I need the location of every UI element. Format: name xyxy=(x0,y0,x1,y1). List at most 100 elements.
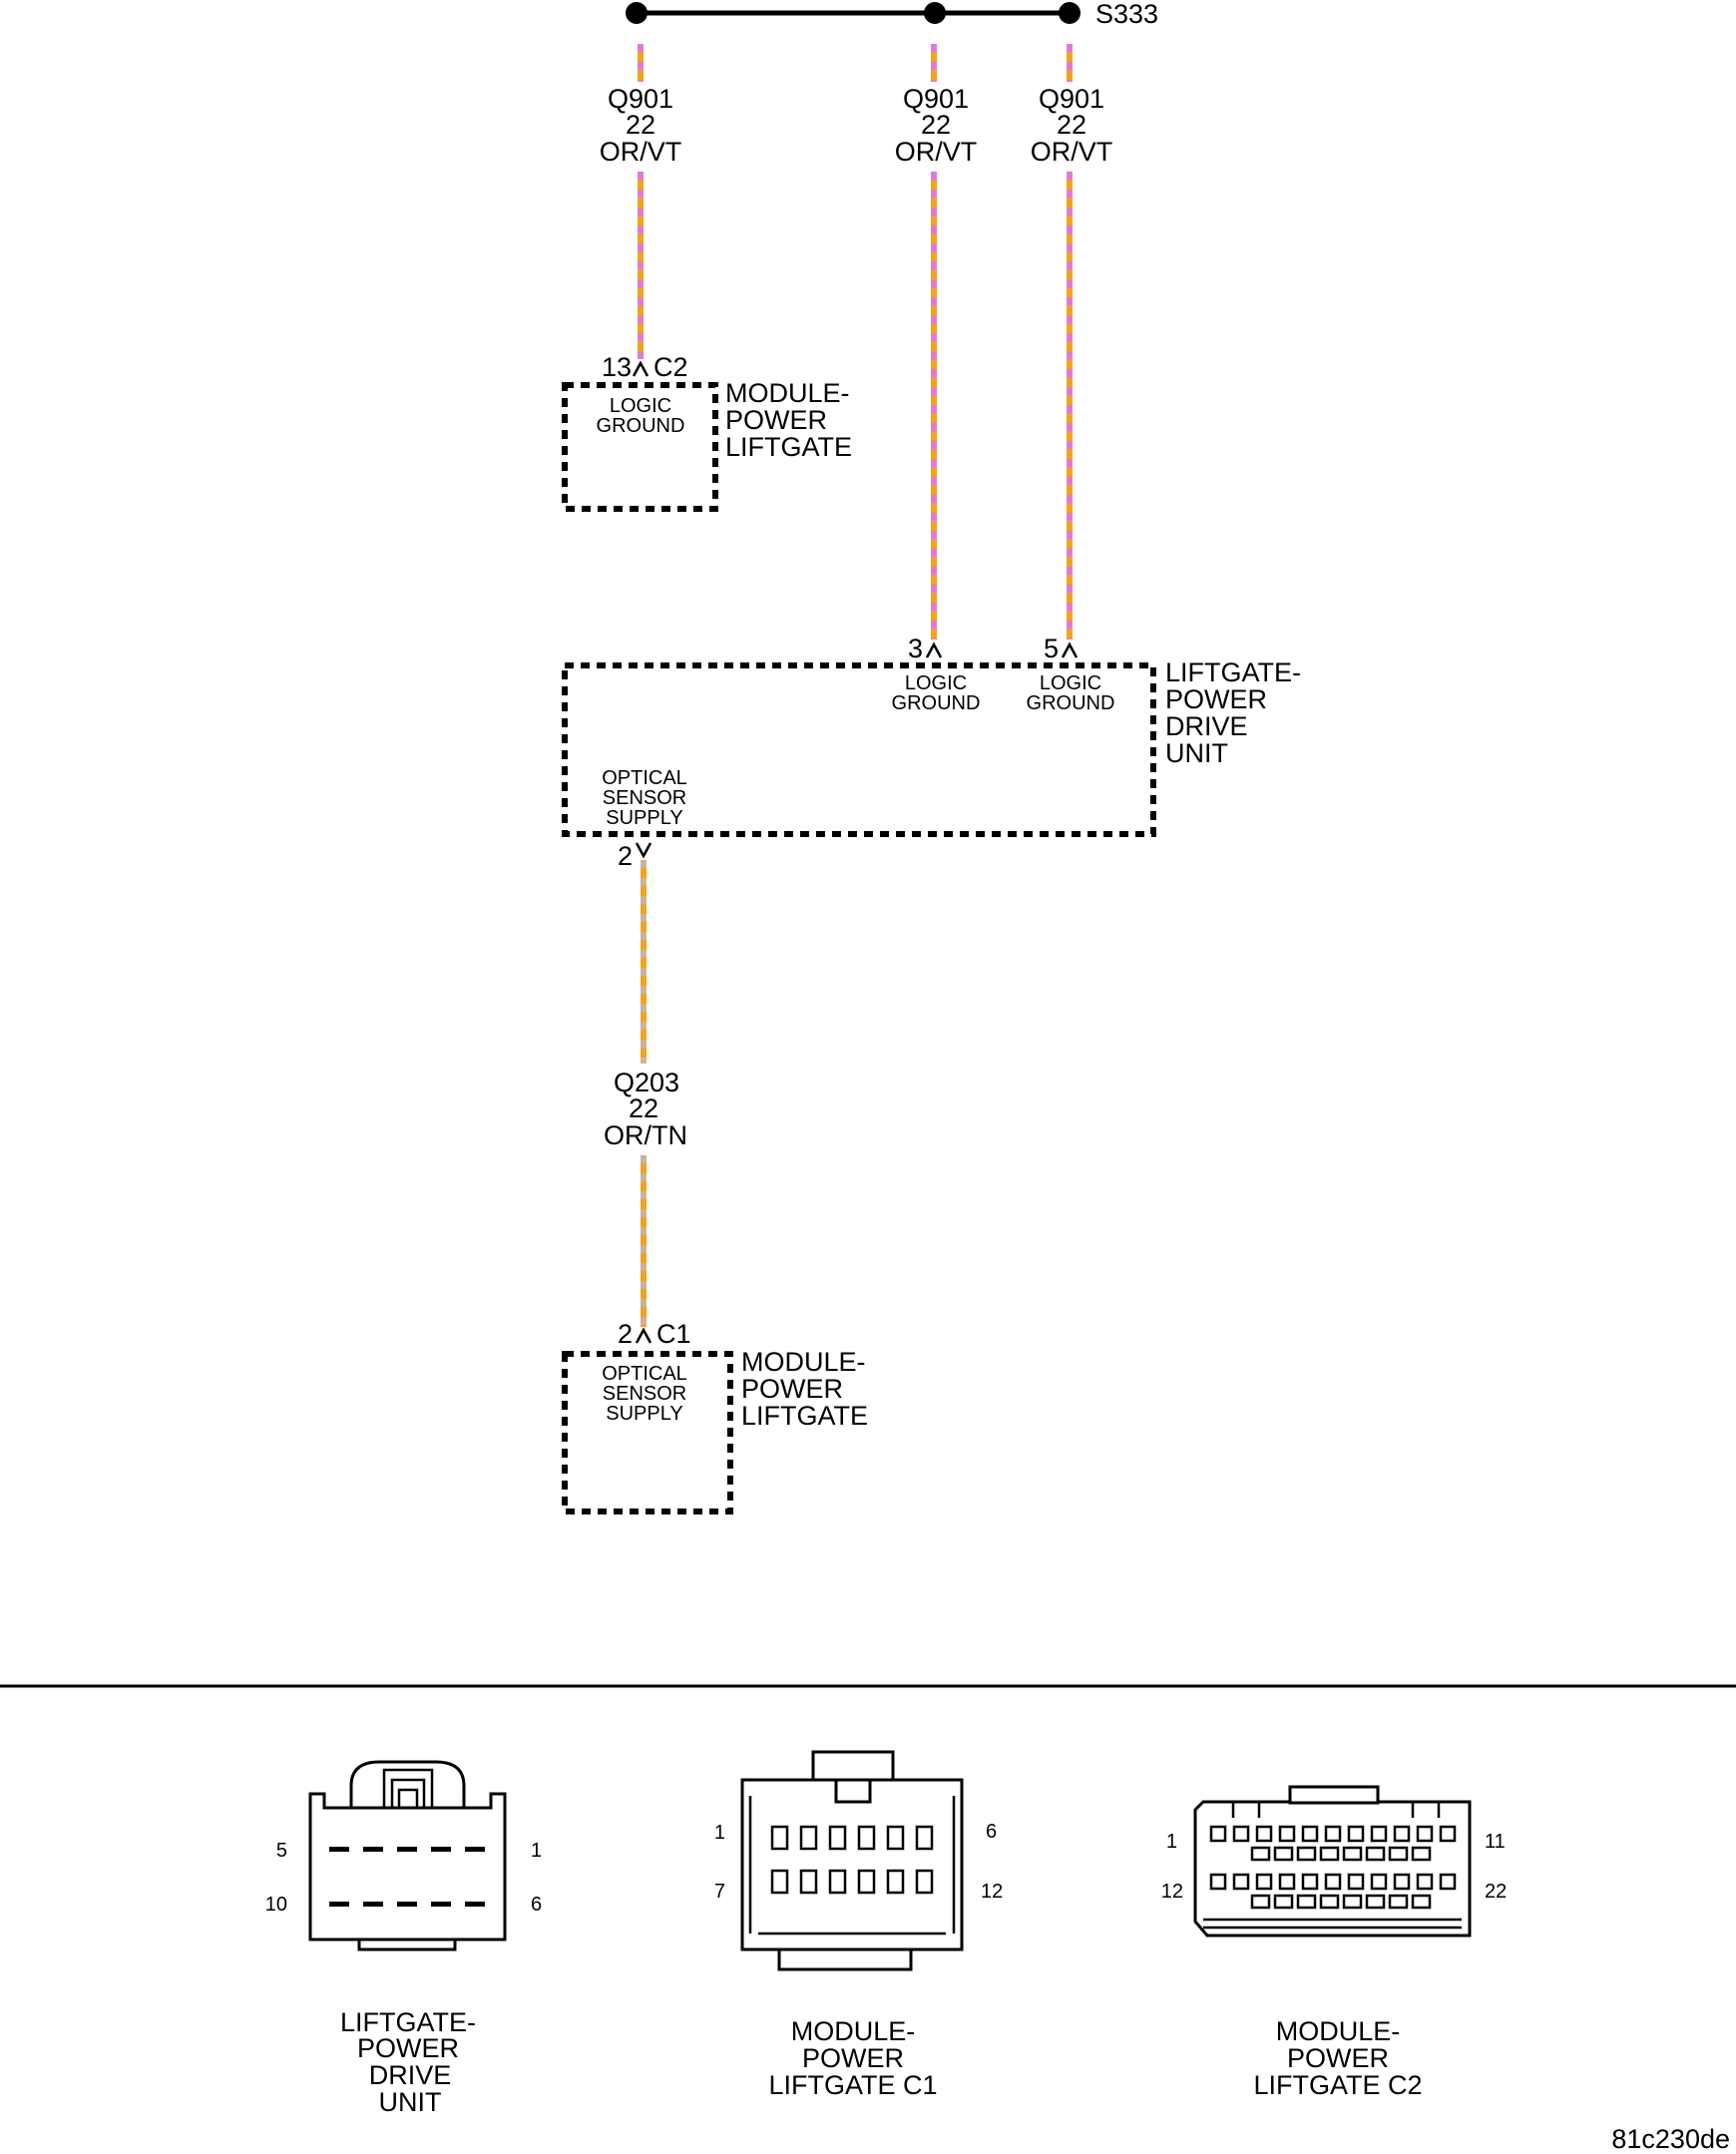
module-power-liftgate-c2: 13 C2 LOGIC GROUND MODULE- POWER LIFTGAT… xyxy=(562,352,852,512)
pin-function-label: GROUND xyxy=(597,415,685,437)
wire-color-label: OR/VT xyxy=(1031,137,1113,167)
connector-name: UNIT xyxy=(379,2087,442,2117)
pin-cavity xyxy=(1393,1825,1411,1843)
body-rib xyxy=(748,1796,956,1934)
wire-gauge-label: 22 xyxy=(921,110,951,140)
pin-cavity xyxy=(397,1902,417,1907)
pin-function-label: LOGIC xyxy=(1040,672,1101,694)
pin-cavity xyxy=(1301,1825,1319,1843)
pin-cavity xyxy=(1393,1873,1411,1891)
pin-number: 2 xyxy=(618,841,633,871)
connector-body xyxy=(308,1792,507,1941)
pin-cavity xyxy=(1411,1894,1432,1910)
component-box xyxy=(562,382,718,512)
pin-cavity xyxy=(1278,1825,1296,1843)
latch-slot xyxy=(834,1778,872,1804)
connector-id: C2 xyxy=(653,352,688,382)
connector-name: LIFTGATE C1 xyxy=(768,2070,937,2100)
pin-cavity xyxy=(1416,1825,1434,1843)
connector-name: LIFTGATE C2 xyxy=(1253,2070,1422,2100)
pin-number: 3 xyxy=(908,634,923,663)
pin-cavity xyxy=(1324,1873,1342,1891)
pin-cavity xyxy=(886,1869,905,1895)
pin-label: 7 xyxy=(714,1881,725,1903)
pin-cavity xyxy=(1301,1873,1319,1891)
connector-lip xyxy=(357,1938,457,1951)
body-rib xyxy=(1203,1918,1462,1930)
connector-name: MODULE- xyxy=(791,2016,916,2046)
pin-cavity xyxy=(431,1847,451,1852)
wire-q901-c: Q901 22 OR/VT xyxy=(1031,44,1113,640)
pin-cavity xyxy=(770,1825,789,1851)
pin-cavity xyxy=(363,1847,383,1852)
pin-cavity xyxy=(799,1825,818,1851)
connector-body xyxy=(1193,1800,1472,1938)
wire-circuit-label: Q901 xyxy=(903,84,969,114)
splice-node xyxy=(626,2,648,24)
pin-cavity xyxy=(1347,1825,1365,1843)
connector-name: POWER xyxy=(802,2043,904,2073)
wire-circuit-label: Q901 xyxy=(608,84,673,114)
pin-cavity xyxy=(1250,1894,1271,1910)
pin-function-label: SUPPLY xyxy=(606,807,682,829)
pin-label: 22 xyxy=(1485,1881,1507,1903)
pin-label: 11 xyxy=(1485,1831,1506,1853)
pin-cavity xyxy=(1232,1873,1250,1891)
pin-cavity xyxy=(886,1825,905,1851)
female-terminal-icon xyxy=(632,360,650,377)
connector-body xyxy=(740,1778,964,1951)
wire-circuit-label: Q203 xyxy=(614,1068,679,1097)
splice-node xyxy=(1059,2,1081,24)
component-box xyxy=(562,662,1156,837)
pin-label: 6 xyxy=(986,1821,997,1843)
pin-row xyxy=(1209,1825,1457,1910)
pin-cavity xyxy=(1278,1873,1296,1891)
pin-cavity xyxy=(1365,1894,1386,1910)
connector-name: LIFTGATE- xyxy=(340,2007,476,2037)
pin-cavity xyxy=(431,1902,451,1907)
pin-cavity xyxy=(1347,1873,1365,1891)
connector-face-drive-unit: 5 1 10 6 LIFTGATE- POWER DRIVE UNIT xyxy=(265,1760,542,2117)
pin-function-label: OPTICAL xyxy=(602,1363,687,1385)
connector-name: POWER xyxy=(357,2033,459,2063)
connector-name: DRIVE xyxy=(369,2060,452,2090)
pin-cavity xyxy=(465,1847,485,1852)
wire-gauge-label: 22 xyxy=(629,1093,658,1123)
pin-label: 6 xyxy=(531,1894,542,1916)
component-name: POWER xyxy=(725,405,827,435)
component-name: POWER xyxy=(1165,684,1267,714)
pin-label: 5 xyxy=(276,1840,287,1862)
pin-cavity xyxy=(1209,1825,1227,1843)
pin-cavity xyxy=(1416,1873,1434,1891)
pin-number: 2 xyxy=(618,1319,633,1349)
pin-label: 12 xyxy=(981,1881,1003,1903)
figure-id: 81c230de xyxy=(1611,2124,1730,2154)
pin-cavity xyxy=(1255,1825,1273,1843)
component-name: MODULE- xyxy=(741,1347,866,1377)
pin-cavity xyxy=(1439,1825,1457,1843)
pin-cavity xyxy=(857,1825,876,1851)
wire-q901-a: Q901 22 OR/VT xyxy=(600,44,681,359)
wire-gauge-label: 22 xyxy=(1057,110,1086,140)
pin-cavity xyxy=(770,1869,789,1895)
female-terminal-icon xyxy=(635,1327,652,1344)
connector-lip xyxy=(777,1947,913,1971)
male-terminal-icon xyxy=(635,842,652,859)
pin-cavity xyxy=(1370,1825,1388,1843)
pin-function-label: GROUND xyxy=(892,692,981,714)
pin-cavity xyxy=(1319,1846,1340,1862)
connector-id: C1 xyxy=(656,1319,691,1349)
pin-cavity xyxy=(1365,1846,1386,1862)
pin-number: 5 xyxy=(1044,634,1059,663)
latch-slot xyxy=(397,1788,419,1810)
female-terminal-icon xyxy=(925,642,943,658)
pin-cavity xyxy=(397,1847,417,1852)
splice-label: S333 xyxy=(1095,0,1158,29)
pin-cavity xyxy=(1319,1894,1340,1910)
wire-gauge-label: 22 xyxy=(626,110,655,140)
pin-cavity xyxy=(1273,1846,1294,1862)
connector-face-module-c1: 1 6 7 12 MODULE- POWER LIFTGATE C1 xyxy=(714,1750,1003,2100)
pin-cavity xyxy=(1411,1846,1432,1862)
pin-cavity xyxy=(1324,1825,1342,1843)
